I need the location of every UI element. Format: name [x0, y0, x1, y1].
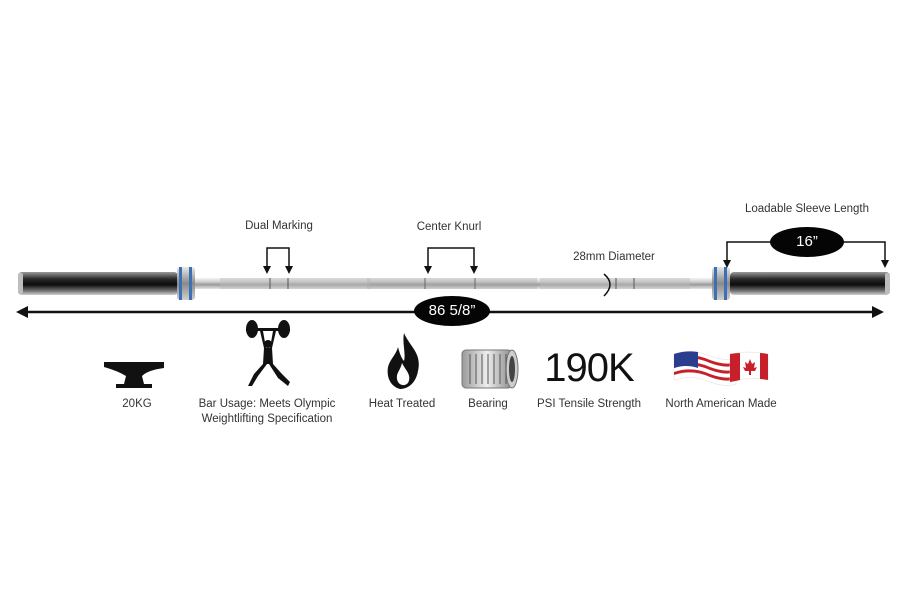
- usa-canada-flag-icon: [673, 351, 769, 386]
- left-sleeve: [18, 272, 178, 295]
- dual-marking-bracket: [263, 247, 293, 274]
- feature-label-usage-line1: Bar Usage: Meets Olympic: [198, 398, 336, 410]
- overall-length-value: 86 5/8”: [414, 296, 490, 326]
- sleeve-length-label: Loadable Sleeve Length: [744, 203, 870, 215]
- flame-icon: [387, 333, 419, 389]
- diameter-indicator: [603, 273, 611, 297]
- feature-label-bearing: Bearing: [468, 398, 508, 410]
- feature-label-heat-treated: Heat Treated: [368, 398, 436, 410]
- feature-label-usage-line2: Weightlifting Specification: [201, 413, 333, 425]
- feature-label-weight: 20KG: [122, 398, 152, 410]
- right-sleeve: [730, 272, 890, 295]
- sleeve-length-value: 16”: [770, 227, 844, 257]
- feature-label-origin: North American Made: [665, 398, 777, 410]
- weightlifter-icon: [246, 320, 290, 386]
- feature-label-tensile: PSI Tensile Strength: [537, 398, 641, 410]
- center-knurl-bracket: [424, 247, 478, 274]
- left-collar: [177, 267, 195, 300]
- bearing-icon: [461, 349, 519, 389]
- bar-shaft: [195, 278, 712, 289]
- right-collar: [712, 267, 730, 300]
- anvil-icon: [104, 362, 164, 388]
- diameter-label: 28mm Diameter: [573, 251, 655, 263]
- center-knurl-label: Center Knurl: [416, 221, 482, 233]
- dual-marking-label: Dual Marking: [245, 220, 313, 232]
- tensile-strength-value: 190K: [544, 346, 634, 390]
